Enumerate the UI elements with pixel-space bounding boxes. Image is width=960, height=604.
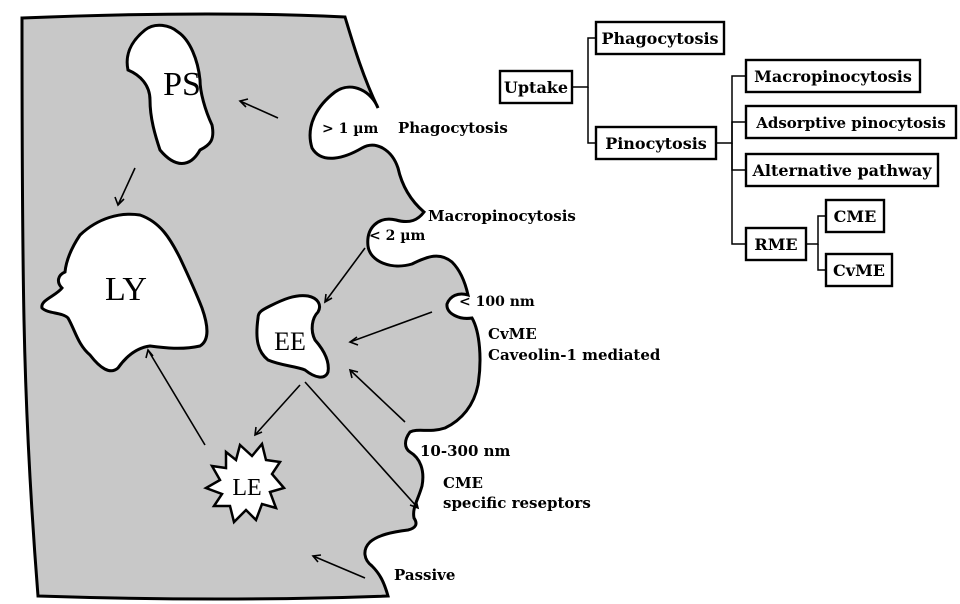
tree-connector [716,76,746,143]
cvme-desc-label: Caveolin-1 mediated [488,346,661,364]
tree-label-rme: RME [754,235,797,254]
cvme-size-label: < 100 nm [459,294,535,310]
tree-node-rme: RME [746,228,806,260]
organelle-label-ee: EE [274,327,306,356]
passive-label: Passive [394,566,455,584]
uptake-tree: Uptake Phagocytosis Pinocytosis Macropin… [500,22,956,286]
organelle-label-le: LE [232,475,261,501]
tree-node-macropinocytosis: Macropinocytosis [746,60,920,92]
tree-label-adsorptive: Adsorptive pinocytosis [755,114,946,132]
organelle-label-ly: LY [105,271,147,308]
tree-node-pinocytosis: Pinocytosis [596,127,716,159]
macro-size-label: < 2 µm [369,228,425,244]
cvme-name-label: CvME [488,325,537,343]
organelle-label-ps: PS [163,66,201,103]
tree-label-cvme: CvME [833,261,885,280]
tree-node-adsorptive: Adsorptive pinocytosis [746,106,956,138]
phago-size-label: > 1 µm [322,121,378,137]
tree-label-pinocytosis: Pinocytosis [605,134,707,153]
tree-label-alternative: Alternative pathway [751,161,932,180]
tree-label-cme: CME [834,207,877,226]
tree-node-cme: CME [826,200,884,232]
tree-node-uptake: Uptake [500,71,572,103]
tree-label-uptake: Uptake [504,78,568,97]
tree-node-cvme: CvME [826,254,892,286]
tree-connector [818,244,826,270]
tree-connector [588,87,596,143]
tree-connector [732,143,746,170]
tree-connector [806,216,826,244]
tree-connector [572,38,596,87]
tree-label-macropinocytosis: Macropinocytosis [754,67,912,86]
tree-node-phagocytosis: Phagocytosis [596,22,724,54]
cme-name-label: CME [443,474,483,492]
macro-name-label: Macropinocytosis [428,207,576,225]
phago-name-label: Phagocytosis [398,119,508,137]
tree-label-phagocytosis: Phagocytosis [601,29,718,48]
cme-desc-label: specific reseptors [443,494,591,512]
tree-connector [732,143,746,244]
tree-node-alternative: Alternative pathway [746,154,938,186]
cme-size-label: 10-300 nm [420,442,511,460]
tree-connector [732,122,746,143]
